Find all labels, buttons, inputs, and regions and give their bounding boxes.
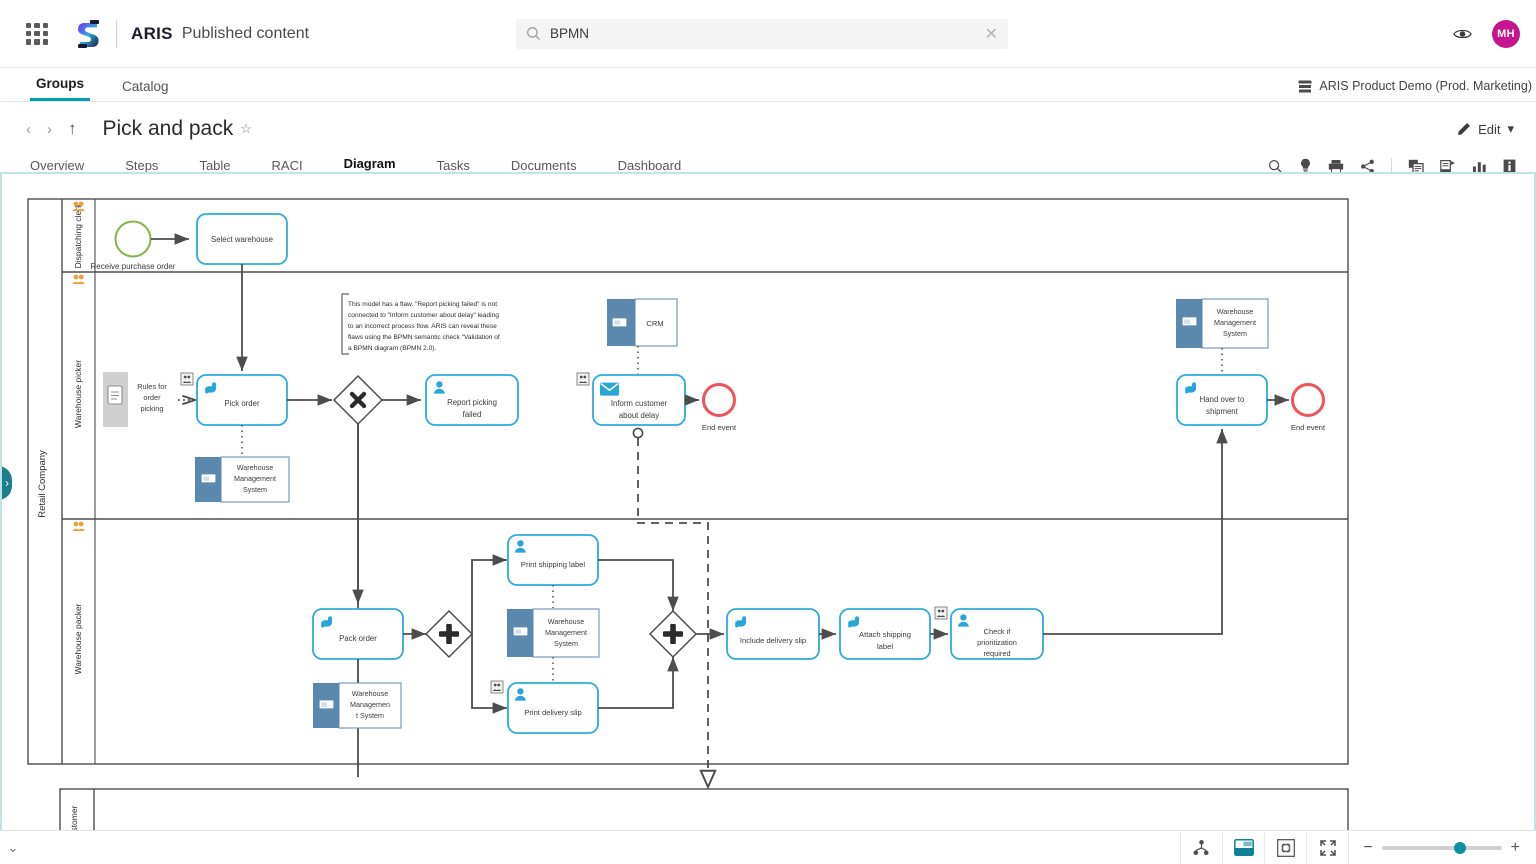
left-panel-toggle[interactable]: › (2, 466, 12, 500)
chevron-left-icon[interactable]: ‹ (26, 120, 31, 138)
info-icon[interactable] (1503, 159, 1516, 174)
share-icon[interactable] (1360, 159, 1375, 174)
svg-text:Pack order: Pack order (339, 634, 377, 643)
tab-catalog[interactable]: Catalog (122, 79, 169, 94)
zoom-out-button[interactable]: − (1363, 838, 1373, 856)
tab-groups[interactable]: Groups (30, 76, 91, 101)
top-bar-actions: MH (1453, 19, 1520, 48)
bpmn-svg: Retail Company Dispatching clerk Warehou… (27, 198, 1349, 862)
chart-icon[interactable] (1472, 159, 1487, 174)
section-name: Published content (181, 24, 310, 42)
svg-text:This model has a flaw. "Report: This model has a flaw. "Report picking f… (348, 301, 502, 352)
tab-steps[interactable]: Steps (125, 158, 159, 173)
export-icon[interactable] (1440, 159, 1456, 174)
fit-page-icon[interactable] (1264, 831, 1306, 864)
svg-text:CRM: CRM (646, 319, 663, 328)
nav-arrows: ‹ › ↑ (26, 119, 77, 139)
search-icon (527, 27, 541, 41)
svg-text:Customer: Customer (69, 805, 79, 842)
database-context[interactable]: ARIS Product Demo (Prod. Marketing) (1298, 79, 1532, 93)
svg-text:End event: End event (702, 423, 737, 432)
avatar[interactable]: MH (1492, 19, 1520, 48)
app-grid-icon[interactable] (24, 21, 50, 47)
tab-table[interactable]: Table (199, 158, 231, 173)
tab-tasks[interactable]: Tasks (436, 158, 470, 173)
caret-down-icon: ▾ (1507, 121, 1514, 136)
svg-text:Print shipping label: Print shipping label (521, 560, 585, 569)
svg-text:Print delivery slip: Print delivery slip (524, 708, 581, 717)
minimap-toggle-icon[interactable] (1222, 831, 1264, 864)
fullscreen-icon[interactable] (1306, 831, 1348, 864)
bottom-toolbar-actions: − + (1180, 831, 1530, 864)
primary-tab-bar: Groups Catalog ARIS Product Demo (Prod. … (0, 68, 1536, 102)
diagram-canvas[interactable]: › Retail Company Dispatching clerk Wareh… (0, 172, 1536, 864)
edit-label: Edit (1478, 121, 1501, 137)
database-context-label: ARIS Product Demo (Prod. Marketing) (1319, 79, 1532, 93)
svg-text:Receive purchase order: Receive purchase order (91, 262, 176, 271)
chevron-down-icon[interactable]: ⌄ (7, 839, 19, 855)
logo-divider (116, 19, 117, 48)
svg-text:Pick order: Pick order (224, 399, 260, 408)
search-diagram-icon[interactable] (1268, 159, 1283, 174)
search-input[interactable]: BPMN ✕ (516, 18, 1008, 49)
tab-overview[interactable]: Overview (30, 158, 85, 173)
svg-text:Retail Company: Retail Company (37, 450, 48, 518)
svg-text:Include delivery slip: Include delivery slip (740, 636, 806, 645)
brand-name: ARIS (131, 23, 173, 43)
bottom-toolbar: ⌄ (0, 830, 1536, 864)
close-icon[interactable]: ✕ (984, 25, 998, 43)
zoom-control[interactable]: − + (1348, 831, 1530, 864)
star-icon[interactable]: ☆ (240, 121, 252, 136)
bpmn-diagram: Retail Company Dispatching clerk Warehou… (2, 174, 1534, 862)
svg-text:Warehouse picker: Warehouse picker (73, 360, 83, 428)
eye-icon[interactable] (1453, 27, 1472, 41)
top-bar: ARIS Published content BPMN ✕ MH (0, 0, 1536, 68)
aris-s-logo-icon (78, 19, 99, 48)
search-value: BPMN (550, 26, 590, 41)
zoom-slider[interactable] (1381, 841, 1502, 854)
chevron-right-icon[interactable]: › (47, 120, 52, 138)
title-row: ‹ › ↑ Pick and pack ☆ Edit ▾ (0, 102, 1536, 146)
svg-text:End event: End event (1291, 423, 1326, 432)
svg-text:Dispatching clerk: Dispatching clerk (73, 203, 83, 268)
zoom-in-button[interactable]: + (1510, 838, 1520, 856)
tab-documents[interactable]: Documents (510, 158, 577, 173)
hierarchy-icon[interactable] (1180, 831, 1222, 864)
view-tab-bar: Overview Steps Table RACI Diagram Tasks … (0, 146, 1536, 180)
zoom-slider-thumb[interactable] (1453, 841, 1466, 854)
edit-button[interactable]: Edit ▾ (1457, 121, 1514, 137)
toolbar-divider (1391, 158, 1392, 174)
svg-text:Warehouse packer: Warehouse packer (73, 603, 83, 674)
arrow-up-icon[interactable]: ↑ (68, 119, 77, 138)
page-title: Pick and pack (102, 117, 234, 140)
diagram-toolbar (1268, 158, 1516, 174)
pencil-icon (1458, 123, 1471, 135)
brand-area[interactable]: ARIS Published content (76, 19, 309, 49)
tab-raci[interactable]: RACI (271, 158, 303, 173)
tab-dashboard[interactable]: Dashboard (617, 158, 682, 173)
svg-text:Select warehouse: Select warehouse (211, 235, 273, 244)
database-icon (1298, 80, 1313, 92)
